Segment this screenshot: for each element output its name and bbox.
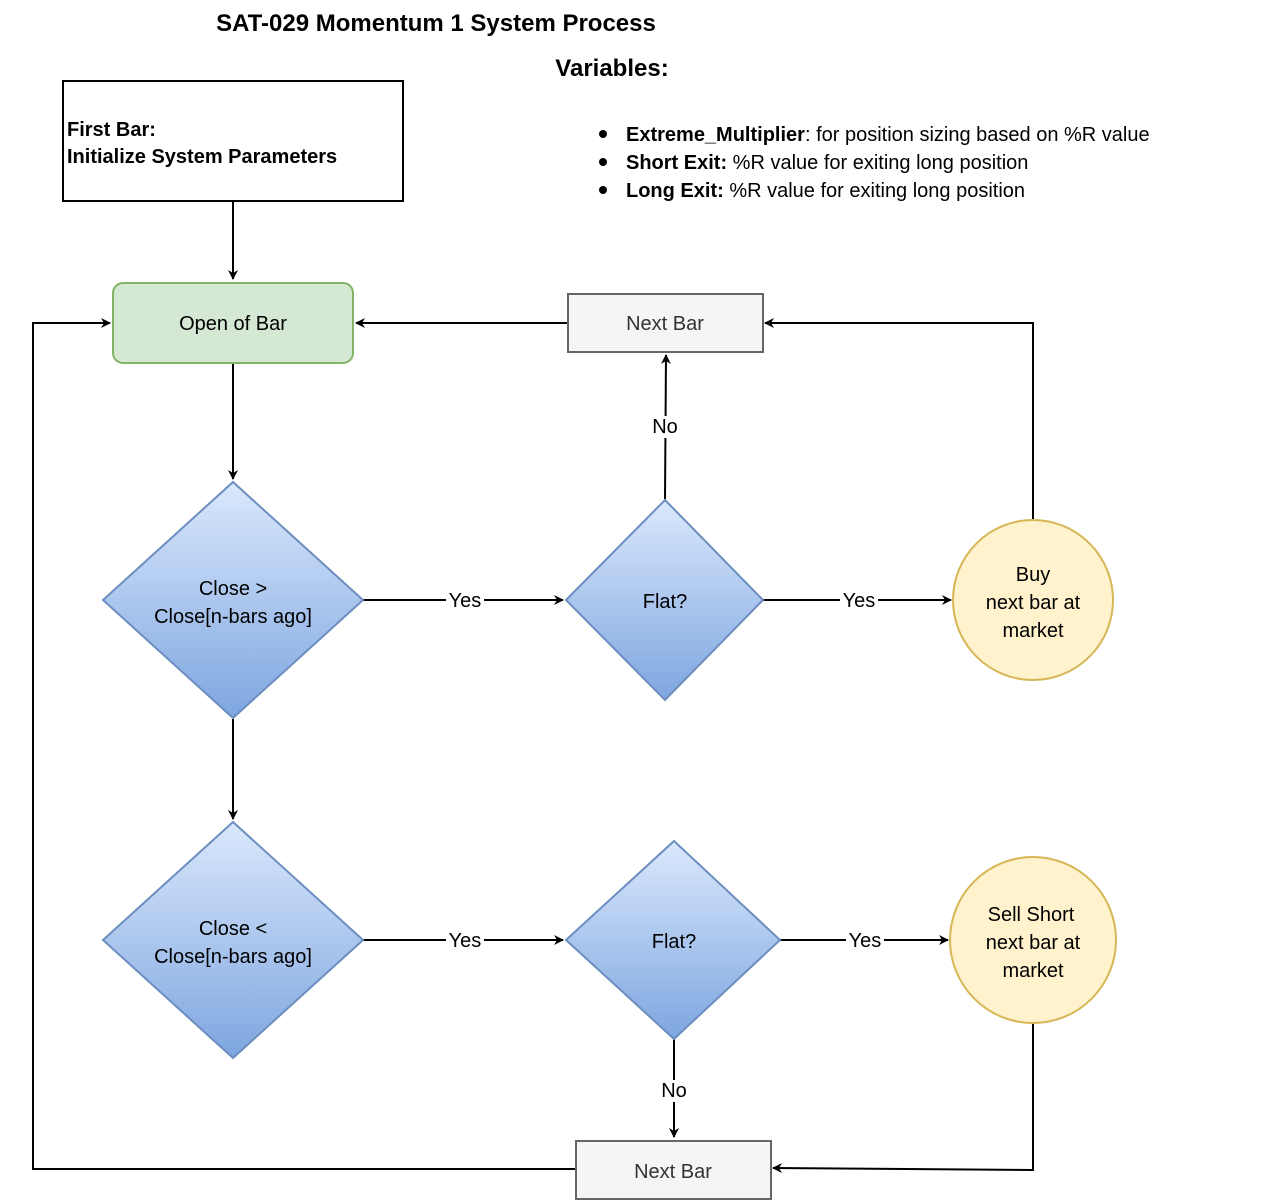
- bullet-icon: [599, 186, 607, 194]
- sell-short-node: Sell Short next bar at market: [949, 856, 1117, 1024]
- variable-name: Short Exit:: [626, 152, 727, 174]
- bullet-icon: [599, 158, 607, 166]
- next-bar-bottom-node: Next Bar: [575, 1140, 772, 1200]
- node-label: next bar at: [986, 932, 1081, 954]
- node-label: Flat?: [643, 591, 687, 613]
- node-label: Sell Short: [988, 904, 1075, 926]
- node-label: Flat?: [652, 931, 696, 953]
- edge-sell-to-next-bottom: [772, 1021, 1034, 1174]
- variables-heading: Variables:: [555, 55, 668, 82]
- node-label: Close[n-bars ago]: [154, 606, 312, 628]
- node-label: next bar at: [986, 592, 1081, 614]
- node-label: Close <: [199, 918, 267, 940]
- variable-desc: for position sizing based on %R value: [811, 124, 1150, 146]
- diagram-title: SAT-029 Momentum 1 System Process: [216, 10, 656, 37]
- flat-bottom-decision: Flat?: [564, 839, 782, 1041]
- variable-name: Extreme_Multiplier: [626, 124, 805, 146]
- node-label: First Bar:: [67, 119, 156, 141]
- first-bar-node: First Bar: Initialize System Parameters: [62, 80, 404, 202]
- open-of-bar-node: Open of Bar: [112, 282, 354, 364]
- buy-node: Buy next bar at market: [952, 519, 1114, 681]
- variable-name: Long Exit:: [626, 180, 724, 202]
- edge-buy-to-next-top: [764, 318, 1034, 520]
- edge-label-no: No: [661, 1080, 687, 1102]
- edge-next-bottom-to-open: [32, 318, 576, 1170]
- edge-label-yes: Yes: [843, 590, 876, 612]
- flat-top-decision: Flat?: [564, 498, 765, 702]
- node-label: Close[n-bars ago]: [154, 946, 312, 968]
- edge-label-no: No: [652, 416, 678, 438]
- node-label: market: [1002, 960, 1064, 982]
- node-label: market: [1002, 620, 1064, 642]
- close-less-decision: Close < Close[n-bars ago]: [101, 820, 365, 1060]
- edge-label-yes: Yes: [449, 930, 482, 952]
- node-label: Initialize System Parameters: [67, 146, 337, 168]
- node-label: Close >: [199, 578, 267, 600]
- edge-labels: Yes Yes Yes Yes No No: [446, 416, 884, 1102]
- variable-item: Long Exit: %R value for exiting long pos…: [626, 180, 1025, 202]
- variable-sep: :: [805, 124, 811, 146]
- next-bar-top-node: Next Bar: [567, 293, 764, 353]
- edge-label-yes: Yes: [849, 930, 882, 952]
- edges: [32, 201, 1034, 1174]
- bullet-icon: [599, 130, 607, 138]
- variable-item: Extreme_Multiplier: for position sizing …: [626, 124, 1150, 146]
- variable-item: Short Exit: %R value for exiting long po…: [626, 152, 1028, 174]
- node-label: Next Bar: [634, 1161, 712, 1183]
- edge-label-yes: Yes: [449, 590, 482, 612]
- node-label: Next Bar: [626, 313, 704, 335]
- variable-desc: %R value for exiting long position: [724, 180, 1025, 202]
- close-greater-decision: Close > Close[n-bars ago]: [101, 480, 365, 720]
- node-label: Buy: [1016, 564, 1050, 586]
- node-label: Open of Bar: [179, 313, 287, 335]
- variable-desc: %R value for exiting long position: [727, 152, 1028, 174]
- variables-list: Extreme_Multiplier: for position sizing …: [599, 124, 1150, 202]
